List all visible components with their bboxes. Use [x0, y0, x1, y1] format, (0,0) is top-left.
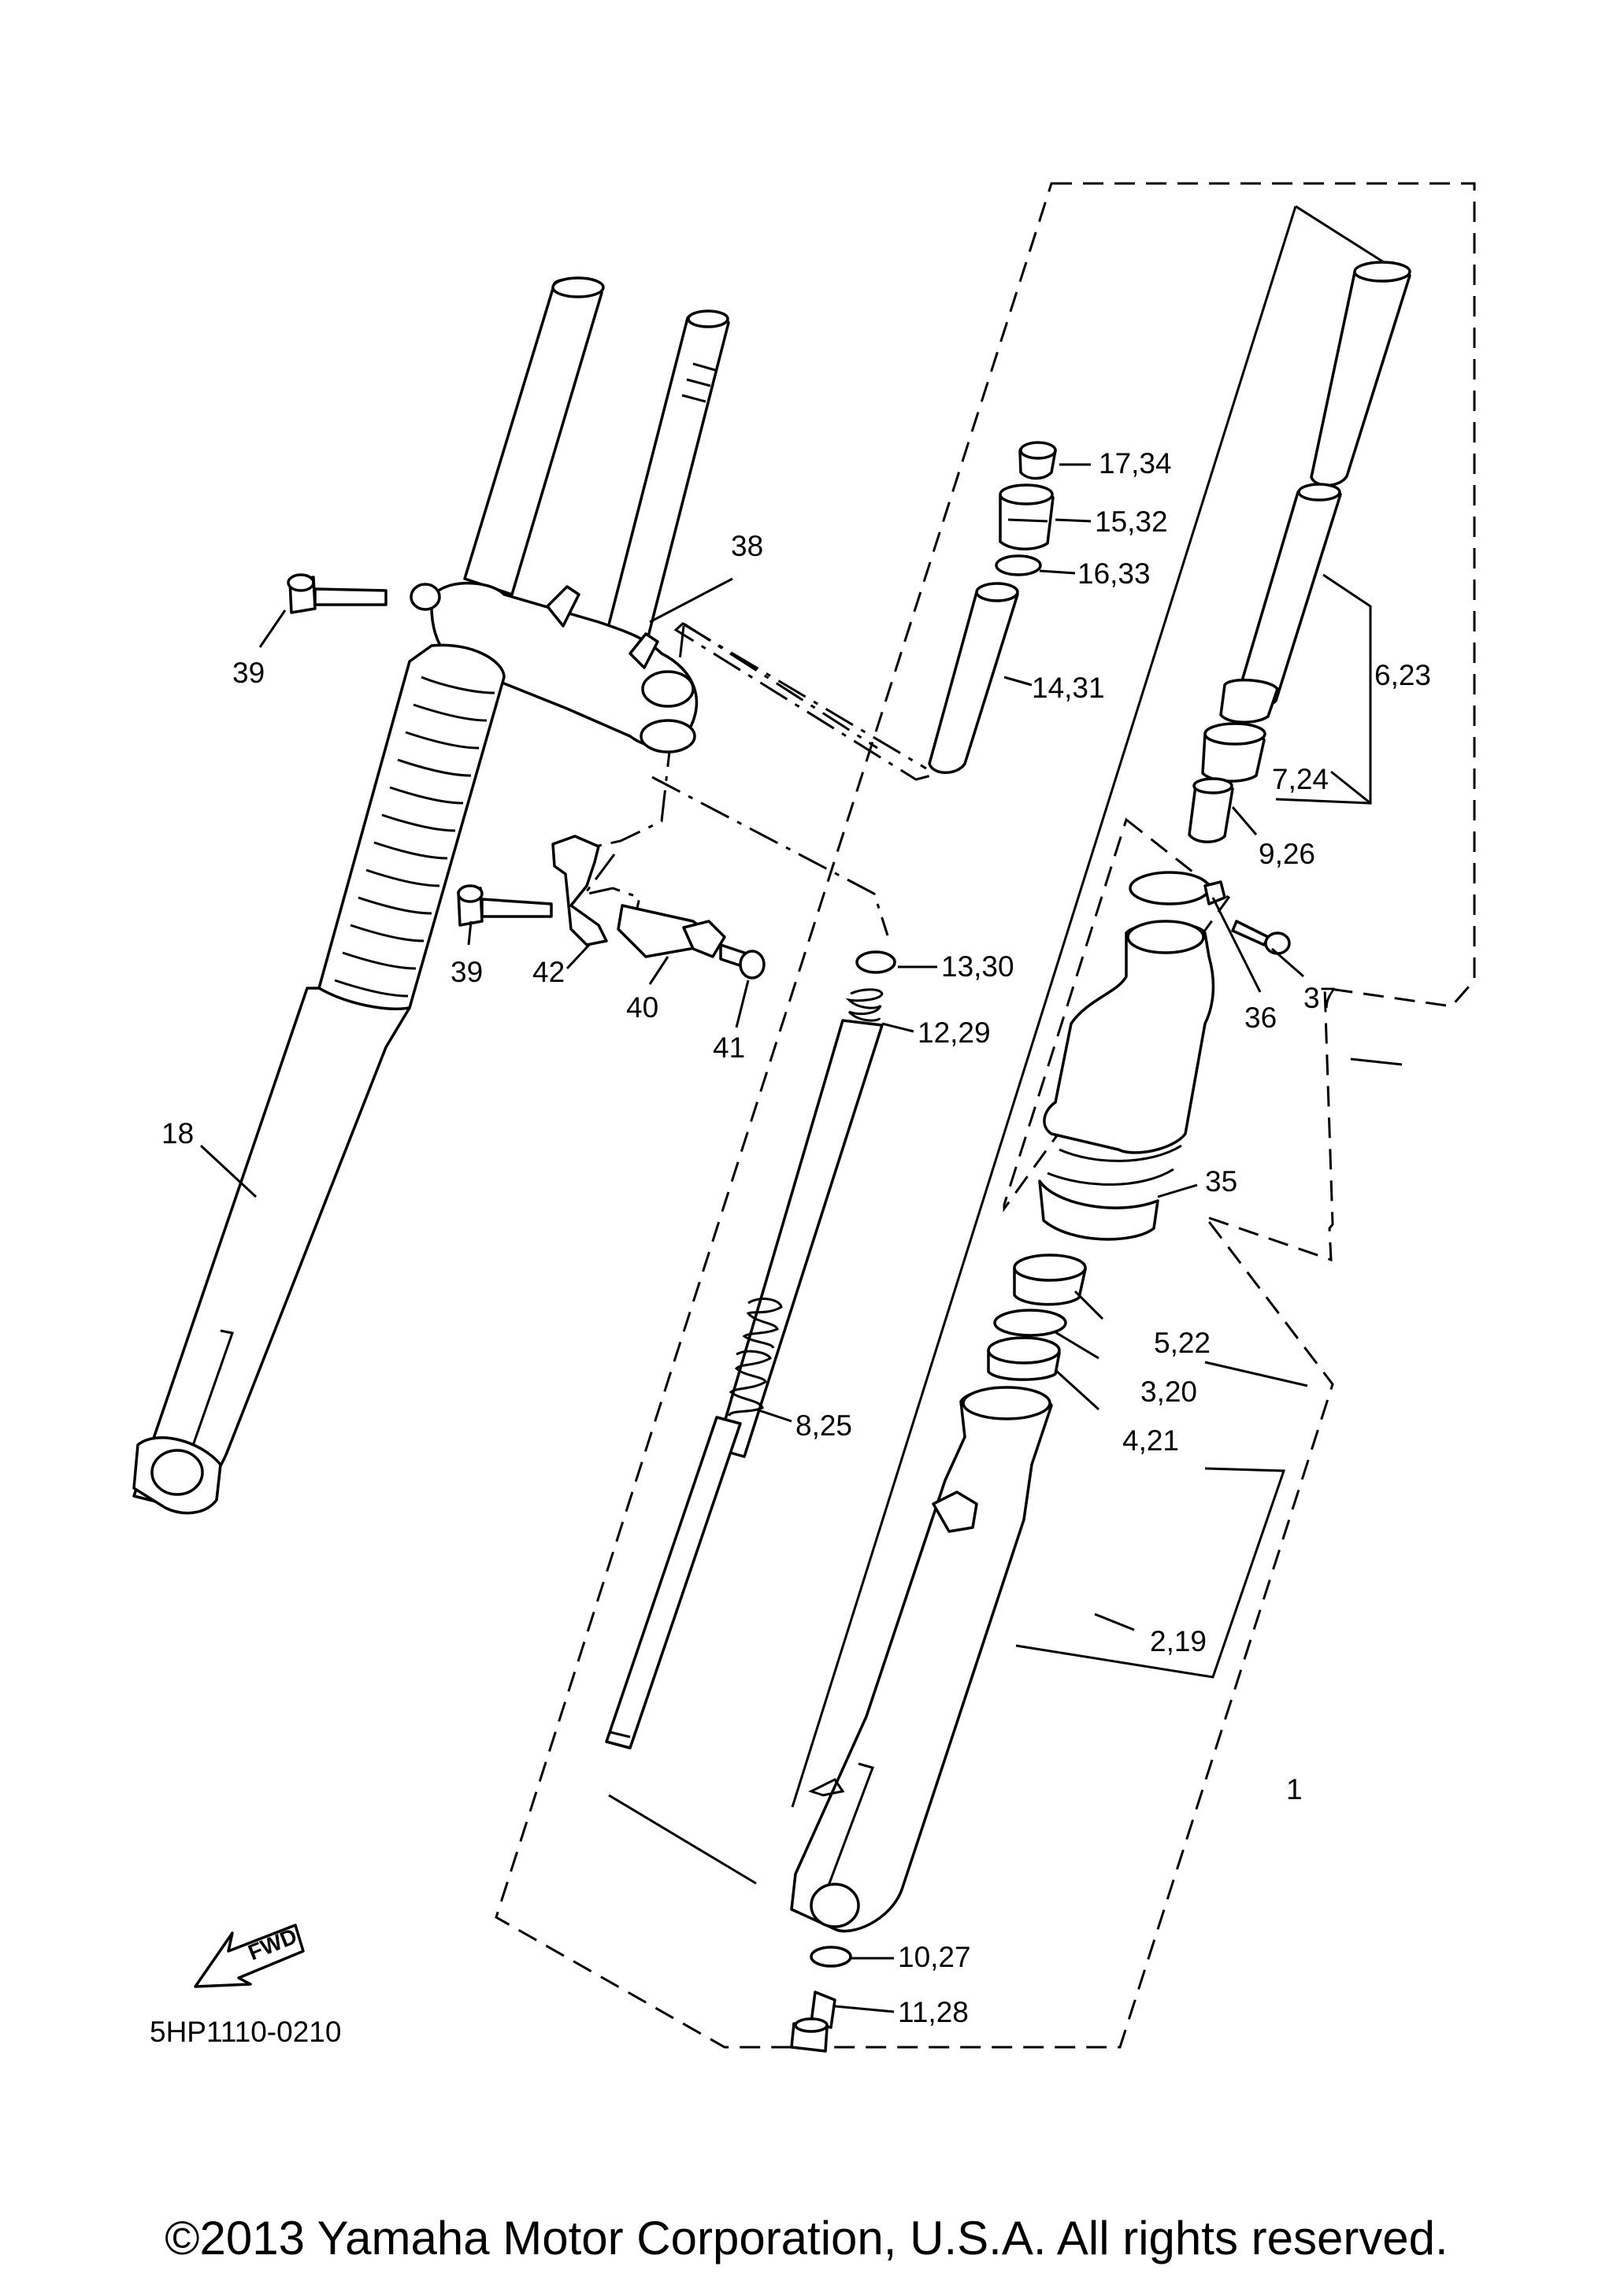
leader-37: [1271, 947, 1304, 978]
callout-39-lower: 39: [451, 956, 483, 988]
fwd-arrow-icon: FWD: [194, 1924, 305, 1988]
callout-6-23: 6,23: [1374, 659, 1431, 691]
bracket-2-19-b: [1094, 1613, 1135, 1631]
leader-11-28: [834, 2005, 895, 2013]
bracket-6-23: [1275, 573, 1372, 805]
callout-12-29: 12,29: [918, 1017, 991, 1049]
copyright-notice: ©2013 Yamaha Motor Corporation, U.S.A. A…: [165, 2212, 1448, 2265]
bushing: [1201, 722, 1266, 783]
leader-35: [1157, 1183, 1198, 1198]
leader-39-upper: [258, 609, 287, 648]
leader-18: [199, 1144, 258, 1198]
callout-42: 42: [532, 956, 565, 988]
bracket-1: [1350, 1057, 1403, 1066]
outer-tube: [790, 1386, 1053, 1933]
leader-38: [649, 577, 733, 624]
callout-1: 1: [1286, 1773, 1303, 1805]
callout-2-19: 2,19: [1150, 1625, 1207, 1657]
fork-guide-line-left: [791, 206, 1297, 1808]
damper-rod: [1219, 261, 1411, 724]
fork-spring-and-rod: [605, 988, 884, 1750]
callout-38: 38: [731, 530, 763, 562]
bracket-7-24: [1330, 770, 1371, 805]
leader-5-22: [1073, 1290, 1104, 1320]
washer: [855, 950, 896, 974]
drain-washer: [810, 1946, 852, 1968]
leader-9-26: [1231, 806, 1258, 835]
seal-washer: [987, 1336, 1061, 1381]
assembly-line-3: [683, 622, 878, 750]
damper-rod-bolt: [790, 1990, 836, 2053]
callout-37: 37: [1303, 982, 1336, 1014]
leader-41: [735, 980, 750, 1028]
fork-leg-assembled: [132, 276, 730, 1515]
leader-12-29: [881, 1022, 914, 1033]
callout-4-21: 4,21: [1122, 1424, 1179, 1457]
leader-14-31: [1003, 676, 1033, 687]
callout-41: 41: [713, 1031, 745, 1064]
assembly-line-2: [683, 623, 927, 770]
leader-4-21: [1054, 1368, 1100, 1411]
callout-15-32: 15,32: [1095, 505, 1168, 538]
leader-40: [648, 956, 669, 985]
leader-16-33: [1039, 569, 1076, 575]
collar: [999, 483, 1055, 550]
bracket-5-22: [1204, 1361, 1308, 1387]
callout-17-34: 17,34: [1099, 447, 1172, 480]
fork-boot: [1038, 920, 1215, 1241]
callout-13-30: 13,30: [941, 950, 1014, 983]
callout-39-upper: 39: [232, 657, 265, 689]
retaining-clip: [993, 1309, 1067, 1337]
callout-40: 40: [626, 991, 658, 1024]
assembly-line-5: [581, 854, 641, 946]
assembly-line-1: [673, 621, 932, 781]
assembly-line-6: [651, 776, 889, 936]
oil-seal: [1013, 1254, 1087, 1306]
leader-8-25: [755, 1408, 792, 1423]
cable-guide-bracket: [551, 835, 766, 980]
callout-9-26: 9,26: [1259, 838, 1315, 870]
o-ring: [995, 554, 1042, 576]
leader-3-20: [1055, 1331, 1099, 1360]
callout-14-31: 14,31: [1032, 672, 1105, 704]
diagram-code: 5HP1110-0210: [150, 2016, 341, 2048]
callout-18: 18: [161, 1117, 194, 1150]
callout-36: 36: [1244, 1002, 1277, 1034]
leader-15-32: [1055, 518, 1092, 523]
callout-3-20: 3,20: [1140, 1376, 1197, 1408]
assembly-line-7: [608, 1794, 757, 1885]
callout-35: 35: [1205, 1165, 1237, 1198]
bolt-upper: [287, 573, 441, 614]
boot-clamp: [1129, 871, 1291, 955]
callout-11-28: 11,28: [898, 1996, 969, 2028]
fork-guide-line-top: [1295, 205, 1393, 269]
bracket-2-19: [1015, 1467, 1286, 1679]
cap-bolt: [1018, 441, 1057, 480]
leader-39-lower: [467, 920, 473, 946]
callout-7-24: 7,24: [1272, 763, 1329, 795]
oil-lock-piece: [1188, 777, 1234, 843]
spacer-tube: [928, 582, 1019, 774]
callout-10-27: 10,27: [898, 1941, 971, 1973]
callout-8-25: 8,25: [795, 1409, 852, 1442]
fork-boot-ribs: [334, 676, 495, 998]
callout-5-22: 5,22: [1154, 1327, 1211, 1359]
leader-42: [565, 943, 591, 970]
bolt-lower: [457, 884, 553, 927]
leader-36: [1211, 897, 1262, 993]
callout-16-33: 16,33: [1077, 557, 1151, 590]
